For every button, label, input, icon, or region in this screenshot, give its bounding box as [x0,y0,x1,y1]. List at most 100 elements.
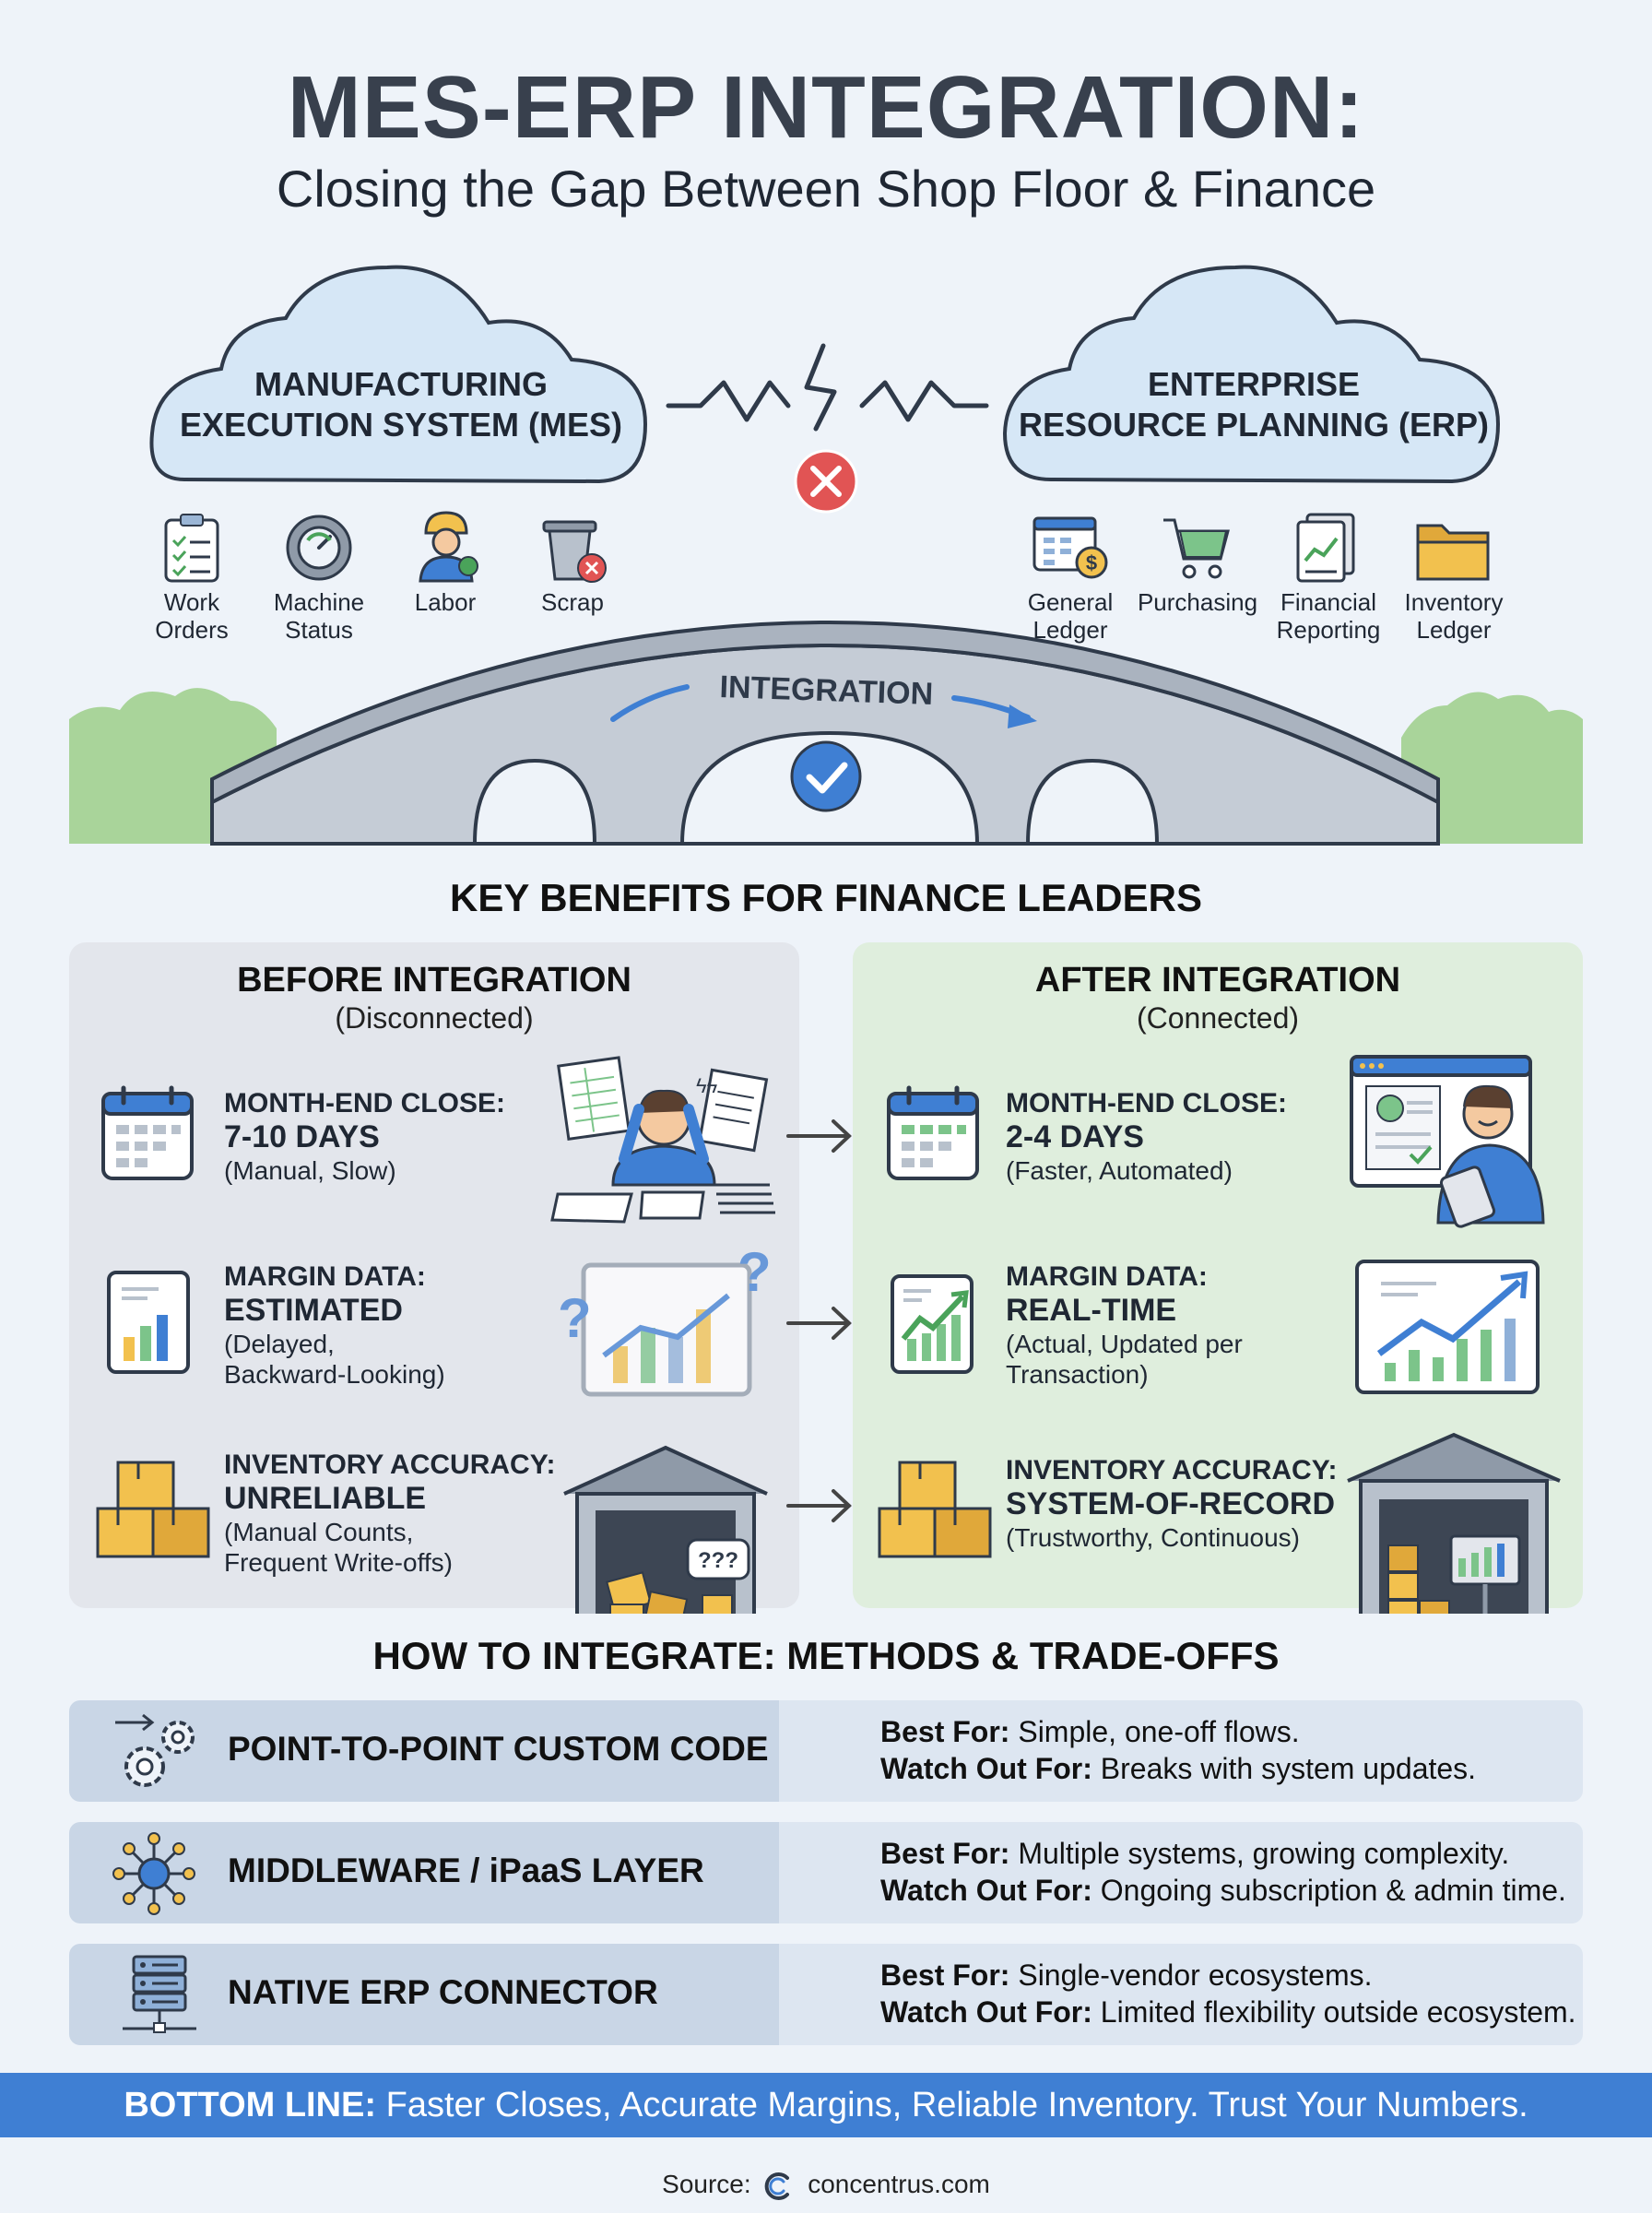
after-sub: (Connected) [1136,1001,1300,1035]
metric-label: MONTH-END CLOSE: [1006,1088,1287,1118]
source-label: Source: [662,2170,751,2198]
mes-item-labor: Labor [414,588,477,616]
report-icon [1296,513,1355,583]
best-for-label: Best For: [880,1715,1010,1748]
folder-icon [1416,524,1490,581]
watch-out-label: Watch Out For: [880,1995,1092,2029]
benefits-illustrations: ϟϟ ? ? ??? [96,1055,1561,1614]
arrow-right-icon [786,1119,852,1522]
metric-note: (Manual Counts, Frequent Write-offs) [224,1518,453,1577]
mes-item-machine-status: Machine Status [273,588,365,644]
metric-note: (Manual, Slow) [224,1156,396,1185]
watch-out-text: Ongoing subscription & admin time. [1100,1874,1566,1907]
svg-text:?: ? [738,1241,772,1303]
boxes-after-icon [878,1461,992,1558]
happy-person-dashboard-icon [1350,1055,1545,1228]
erp-item-general-ledger: General Ledger [1027,588,1114,644]
concentrus-logo-icon [765,2172,790,2200]
method-row-native-connector: Best For: Single-vendor ecosystems. Watc… [69,1944,1583,2045]
broken-link-icon [666,343,989,432]
bar-chart-icon [107,1271,190,1374]
source-credit: Source: concentrus.com [0,2170,1652,2202]
trash-icon [542,520,607,583]
metric-value: UNRELIABLE [224,1481,427,1516]
integration-diagram: $ INTEGRATION [69,265,1583,846]
erp-item-purchasing: Purchasing [1137,588,1258,616]
bottom-line-label: BOTTOM LINE: [124,2086,377,2124]
best-for-text: Multiple systems, growing complexity. [1018,1837,1510,1870]
svg-text:ϟϟ: ϟϟ [696,1074,718,1097]
watch-out-label: Watch Out For: [880,1874,1092,1907]
page-title: MES-ERP INTEGRATION: [287,58,1365,157]
ledger-icon: $ [1032,516,1108,579]
erp-item-financial-reporting: Financial Reporting [1276,588,1381,644]
metric-value: 7-10 DAYS [224,1119,380,1154]
metric-value: SYSTEM-OF-RECORD [1006,1486,1335,1521]
after-metric-inventory: INVENTORY ACCURACY: SYSTEM-OF-RECORD (Tr… [1006,1455,1347,1553]
mes-label-line1: MANUFACTURING [254,365,548,403]
metric-label: MARGIN DATA: [224,1261,426,1292]
metric-value: ESTIMATED [224,1293,403,1328]
trend-chart-icon [891,1274,974,1374]
server-icon [123,1955,196,2033]
metric-value: 2-4 DAYS [1006,1119,1144,1154]
calendar-icon [101,1085,194,1180]
method-name: POINT-TO-POINT CUSTOM CODE [228,1730,769,1768]
metric-label: MARGIN DATA: [1006,1261,1208,1292]
source-site: concentrus.com [808,2170,990,2198]
before-metric-margin: MARGIN DATA: ESTIMATED (Delayed, Backwar… [224,1261,574,1390]
bottom-line-text: Faster Closes, Accurate Margins, Reliabl… [385,2086,1528,2124]
best-for-label: Best For: [880,1837,1010,1870]
methods-title: HOW TO INTEGRATE: METHODS & TRADE-OFFS [372,1634,1280,1677]
svg-text:$: $ [1086,551,1097,574]
clipboard-icon [164,514,219,583]
clear-chart-icon [1355,1260,1540,1394]
method-row-middleware: Best For: Multiple systems, growing comp… [69,1822,1583,1923]
after-metric-close: MONTH-END CLOSE: 2-4 DAYS (Faster, Autom… [1006,1088,1347,1186]
method-row-point-to-point: Best For: Simple, one-off flows. Watch O… [69,1700,1583,1802]
method-name: NATIVE ERP CONNECTOR [228,1973,658,2011]
bridge-label: INTEGRATION [719,669,934,712]
before-heading: BEFORE INTEGRATION [237,961,631,1000]
svg-text:?: ? [558,1287,592,1349]
bottom-line-banner: BOTTOM LINE: Faster Closes, Accurate Mar… [0,2073,1652,2137]
after-heading: AFTER INTEGRATION [1034,961,1401,1000]
metric-label: INVENTORY ACCURACY: [224,1450,556,1480]
metric-note: (Delayed, Backward-Looking) [224,1330,445,1389]
metric-note: (Actual, Updated per Transaction) [1006,1330,1243,1389]
page-subtitle: Closing the Gap Between Shop Floor & Fin… [276,160,1376,218]
worker-icon [419,511,478,583]
after-metric-margin: MARGIN DATA: REAL-TIME (Actual, Updated … [1006,1261,1347,1390]
metric-label: MONTH-END CLOSE: [224,1088,505,1118]
before-sub: (Disconnected) [335,1001,534,1035]
error-x-icon [794,449,858,514]
erp-cloud-icon [1002,265,1501,484]
before-metric-inventory: INVENTORY ACCURACY: UNRELIABLE (Manual C… [224,1450,574,1578]
best-for-label: Best For: [880,1959,1010,1992]
watch-out-text: Limited flexibility outside ecosystem. [1100,1995,1576,2029]
organized-warehouse-icon [1347,1432,1561,1614]
watch-out-label: Watch Out For: [880,1752,1092,1785]
stressed-person-icon: ϟϟ [550,1056,775,1224]
gauge-gear-icon [286,515,352,581]
warehouse-sign: ??? [698,1548,738,1573]
messy-warehouse-icon: ??? [563,1445,768,1614]
metric-note: (Trustworthy, Continuous) [1006,1523,1300,1552]
watch-out-text: Breaks with system updates. [1100,1752,1477,1785]
erp-label-line1: ENTERPRISE [1147,365,1361,403]
gears-icon [115,1713,195,1787]
benefits-title: KEY BENEFITS FOR FINANCE LEADERS [450,876,1202,919]
mes-label-line2: EXECUTION SYSTEM (MES) [179,406,623,444]
mes-cloud-icon [149,265,648,484]
blurred-chart-icon: ? ? [558,1241,772,1397]
mes-item-work-orders: Work Orders [155,588,229,644]
calendar-green-icon [887,1085,979,1180]
check-icon [790,740,862,812]
cart-icon [1163,518,1230,579]
hub-network-icon [112,1832,195,1915]
erp-item-inventory-ledger: Inventory Ledger [1404,588,1504,644]
best-for-text: Single-vendor ecosystems. [1018,1959,1373,1992]
before-metric-close: MONTH-END CLOSE: 7-10 DAYS (Manual, Slow… [224,1088,574,1186]
boxes-icon [96,1461,210,1558]
method-name: MIDDLEWARE / iPaaS LAYER [228,1852,704,1889]
